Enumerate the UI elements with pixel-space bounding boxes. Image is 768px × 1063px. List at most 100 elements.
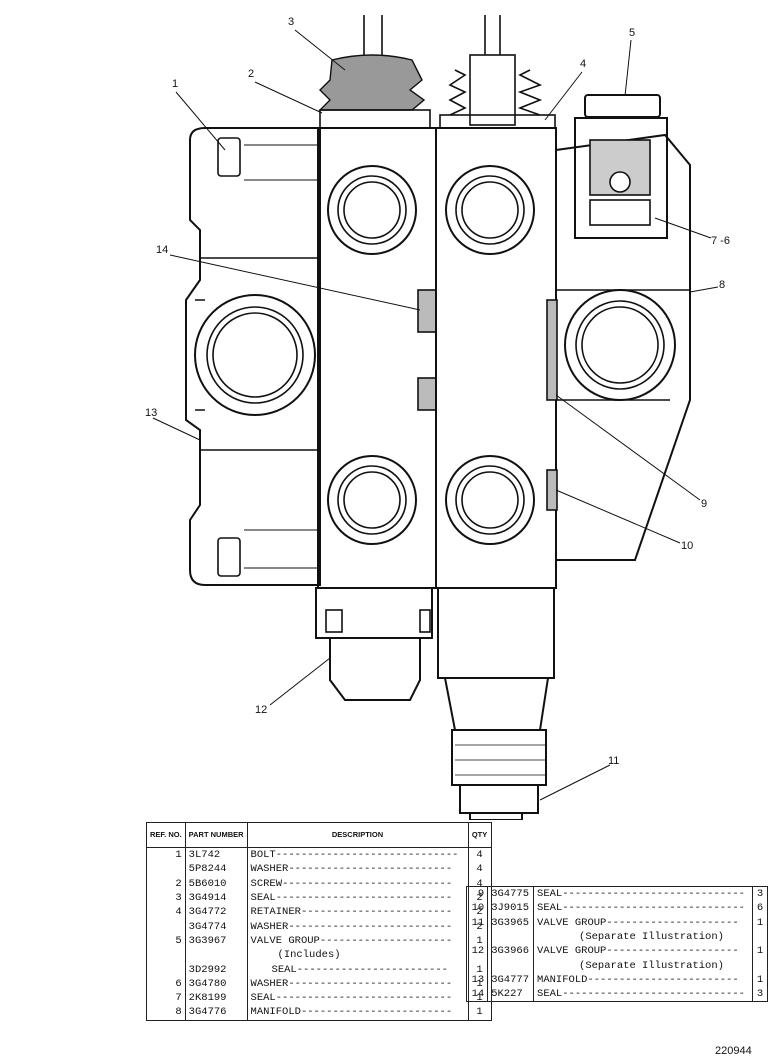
top-boots [318, 15, 556, 129]
ref-cell: 6 [146, 976, 186, 991]
bottom-caps [315, 587, 555, 820]
qty-cell: 4 [467, 847, 492, 863]
qty-cell: 1 [752, 944, 768, 959]
callout-12: 12 [255, 704, 268, 716]
part-number-cell: 5P8244 [184, 862, 248, 877]
relief-valve [574, 94, 668, 239]
description-cell: (Includes) [246, 948, 469, 963]
callout-9: 9 [701, 498, 708, 510]
description-cell: VALVE GROUP--------------------- [533, 915, 754, 930]
ref-cell: 5 [146, 933, 186, 949]
callout-11: 11 [608, 755, 620, 767]
part-number-cell: 3G4775 [487, 886, 535, 902]
valve-assembly-drawing [152, 15, 719, 820]
description-cell: SEAL------------------------ [246, 962, 469, 977]
ref-cell: 14 [465, 987, 489, 1002]
part-number-cell: 3G4914 [184, 890, 248, 906]
part-number-cell: 3G3967 [184, 933, 248, 949]
qty-cell: 3 [752, 886, 768, 902]
ref-cell: 3 [146, 890, 186, 906]
leader-lines [152, 29, 719, 801]
valve-body-left [317, 127, 437, 589]
table-row: (Includes) [146, 948, 492, 963]
qty-cell: 1 [752, 972, 768, 988]
qty-cell: 6 [752, 901, 768, 916]
part-number-cell: 3G4774 [184, 919, 248, 934]
part-number-cell: 3G3965 [487, 915, 535, 930]
figure-number: 220944 [715, 1045, 752, 1057]
callout-5: 5 [629, 27, 636, 39]
header-description: DESCRIPTION [246, 822, 469, 848]
callout-7-6: 7 -6 [711, 235, 730, 247]
part-number-cell: 3G3966 [487, 944, 535, 959]
description-cell: SEAL---------------------------- [246, 990, 469, 1006]
description-cell: (Separate Illustration) [533, 958, 754, 973]
qty-cell: 3 [752, 987, 768, 1002]
description-cell: SEAL----------------------------- [533, 901, 754, 916]
description-cell: WASHER-------------------------- [246, 862, 469, 877]
description-cell: SEAL----------------------------- [533, 886, 754, 902]
description-cell: VALVE GROUP--------------------- [246, 933, 469, 949]
description-cell: VALVE GROUP--------------------- [533, 944, 754, 959]
part-number-cell: 3D2992 [184, 962, 248, 977]
callout-10: 10 [681, 540, 694, 552]
header-part-number: PART NUMBER [184, 822, 248, 848]
valve-body-right [435, 127, 558, 589]
callout-8: 8 [719, 279, 726, 291]
description-cell: WASHER-------------------------- [246, 919, 469, 934]
part-number-cell: 3J9015 [487, 901, 535, 916]
qty-cell: 4 [467, 862, 492, 877]
description-cell: RETAINER------------------------ [246, 905, 469, 920]
ref-cell [146, 862, 186, 877]
ref-cell [465, 929, 489, 945]
ref-cell: 7 [146, 990, 186, 1006]
part-number-cell: 5B6010 [184, 876, 248, 891]
qty-cell [752, 958, 768, 973]
callout-4: 4 [580, 58, 587, 70]
ref-cell: 10 [465, 901, 489, 916]
description-cell: SEAL----------------------------- [533, 987, 754, 1002]
part-number-cell: 3G4776 [184, 1005, 248, 1021]
part-number-cell: 3L742 [184, 847, 248, 863]
ref-cell [146, 919, 186, 934]
part-number-cell [487, 929, 535, 945]
qty-cell: 1 [752, 915, 768, 930]
header-qty: QTY [467, 822, 492, 848]
part-number-cell [487, 958, 535, 973]
part-number-cell: 5K227 [487, 987, 535, 1002]
callout-1: 1 [172, 78, 179, 90]
ref-cell: 1 [146, 847, 186, 863]
part-number-cell: 2K8199 [184, 990, 248, 1006]
ref-cell [146, 948, 186, 963]
manifold-left [185, 127, 321, 586]
table-row: (Separate Illustration) [465, 958, 768, 973]
callout-14: 14 [156, 244, 169, 256]
ref-cell: 2 [146, 876, 186, 891]
ref-cell: 11 [465, 915, 489, 930]
callout-3: 3 [288, 16, 295, 28]
description-cell: MANIFOLD------------------------ [533, 972, 754, 988]
callout-2: 2 [248, 68, 255, 80]
ref-cell: 9 [465, 886, 489, 902]
callout-13: 13 [145, 407, 158, 419]
table-row: (Separate Illustration) [465, 929, 768, 945]
part-number-cell: 3G4777 [487, 972, 535, 988]
description-cell: SEAL---------------------------- [246, 890, 469, 906]
ref-cell [146, 962, 186, 977]
